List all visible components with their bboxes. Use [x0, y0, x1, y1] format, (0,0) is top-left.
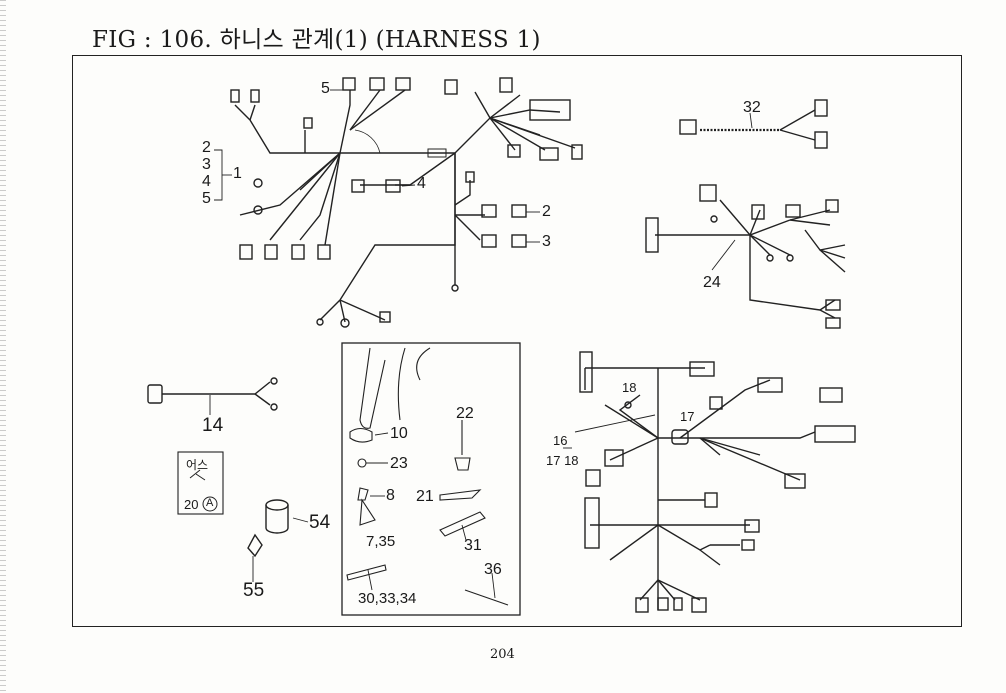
- callout-2: 2: [202, 139, 211, 156]
- callout-2-right: 2: [542, 203, 551, 220]
- callout-32: 32: [743, 99, 761, 116]
- callout-3-right: 3: [542, 233, 551, 250]
- callout-16: 16: [553, 433, 568, 448]
- callout-17-top: 17: [680, 409, 695, 424]
- callout-54: 54: [309, 512, 331, 533]
- callout-14: 14: [202, 415, 224, 436]
- callout-23: 23: [390, 455, 408, 472]
- center-parts-box: [341, 342, 521, 616]
- callout-10: 10: [390, 425, 408, 442]
- inset-earth-label: 어스: [186, 458, 209, 472]
- harness-14: [147, 377, 278, 415]
- inset-badge-a: A: [206, 497, 214, 509]
- callout-31: 31: [464, 537, 482, 554]
- callout-4-mid: 4: [417, 175, 426, 192]
- callout-21: 21: [416, 488, 434, 505]
- callout-30-33-34: 30,33,34: [358, 590, 417, 607]
- harness-16-17-18: [563, 351, 856, 613]
- callout-20: 20: [184, 497, 199, 512]
- callout-17-18: 17 18: [546, 453, 579, 468]
- callout-4: 4: [202, 173, 211, 190]
- harness-32: [679, 99, 828, 149]
- inset-20-box: [177, 451, 224, 515]
- callout-36: 36: [484, 561, 502, 578]
- center-parts: [346, 347, 509, 606]
- callout-3: 3: [202, 156, 211, 173]
- callout-7-35: 7,35: [366, 533, 396, 550]
- main-harness-1: [230, 77, 583, 328]
- callout-22: 22: [456, 405, 474, 422]
- harness-24: [645, 184, 846, 329]
- page-number: 204: [490, 647, 515, 662]
- parts-54-55: [247, 499, 309, 582]
- binding-edge: [0, 0, 6, 693]
- callout-8: 8: [386, 487, 395, 504]
- callout-18: 18: [622, 380, 637, 395]
- callout-5-top: 5: [321, 80, 330, 97]
- callout-55: 55: [243, 580, 265, 601]
- callout-1: 1: [233, 165, 242, 182]
- callout-24: 24: [703, 274, 721, 291]
- figure-title: FIG : 106. 하니스 관계(1) (HARNESS 1): [92, 27, 541, 53]
- diagram-frame: [72, 55, 962, 627]
- callout-5: 5: [202, 190, 211, 207]
